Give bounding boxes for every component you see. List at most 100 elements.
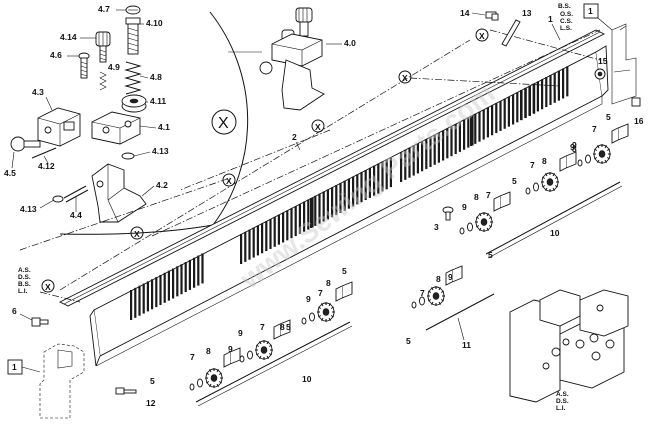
part-14-screw (485, 11, 499, 21)
needle-slot (265, 221, 268, 252)
svg-text:C.S.: C.S. (560, 18, 573, 25)
label-5: 5 (286, 322, 291, 332)
leader-1 (551, 23, 561, 41)
part-4-14-thumbscrew (95, 31, 111, 63)
needle-slot (155, 277, 158, 308)
gear-assembly (525, 151, 577, 195)
part-3-screw (442, 206, 454, 221)
svg-text:B.S.: B.S. (18, 281, 31, 288)
label-2: 2 (292, 132, 297, 142)
part-6-screw (31, 317, 49, 327)
needle-slot (425, 139, 428, 170)
part-4-13-washer-lower (52, 195, 64, 203)
needle-slot (412, 145, 415, 176)
needle-slot (310, 198, 313, 228)
label-10-upper: 10 (550, 228, 560, 238)
label-7: 7 (420, 288, 425, 298)
label-4-9: 4.9 (108, 62, 120, 72)
needle-slot (184, 262, 187, 293)
label-10-lower: 10 (302, 374, 312, 384)
svg-text:X: X (402, 73, 408, 83)
part-10-rod-lower-edge (197, 325, 353, 407)
part-2-rail (58, 29, 606, 307)
needle-slot (433, 134, 436, 165)
needle-slot (408, 147, 411, 178)
label-1: 1 (548, 14, 553, 24)
needle-slot (499, 100, 502, 131)
part-12-screw (115, 387, 137, 395)
part-10-rod-upper-edge (487, 185, 623, 259)
x-marker-detail (211, 109, 237, 135)
needle-slot (151, 279, 154, 310)
label-8: 8 (542, 156, 547, 166)
needle-slot (159, 274, 162, 305)
label-9: 9 (572, 140, 577, 150)
needle-slot (467, 117, 470, 148)
needle-slot (326, 189, 329, 220)
label-6: 6 (12, 306, 17, 316)
x-marker-label: X (218, 115, 229, 132)
side-codes-left: A.S. D.S. B.S. L.I. (18, 267, 31, 295)
needle-slot (307, 199, 310, 230)
label-8: 8 (436, 274, 441, 284)
part-11-rod (425, 293, 495, 331)
needle-slot (244, 231, 247, 262)
needle-slot (335, 185, 338, 216)
needle-slot (545, 77, 548, 108)
needle-slot (163, 272, 166, 303)
needle-slot (486, 107, 489, 138)
needle-slot (277, 214, 280, 245)
label-4-10: 4.10 (146, 18, 163, 28)
needle-slot (180, 264, 183, 295)
label-5: 5 (606, 112, 611, 122)
leader-14 (471, 12, 486, 16)
label-8: 8 (326, 278, 331, 288)
leader-6 (19, 313, 33, 321)
needle-slot (364, 170, 367, 201)
needle-slot (360, 172, 363, 203)
svg-text:X: X (134, 229, 140, 239)
svg-text:X: X (45, 282, 51, 292)
svg-text:B.S.: B.S. (558, 3, 571, 10)
svg-text:A.S.: A.S. (18, 267, 31, 274)
label-9: 9 (448, 272, 453, 282)
label-4-7: 4.7 (98, 4, 110, 14)
needle-slot (557, 70, 560, 101)
needle-slot (256, 225, 259, 256)
label-4-6: 4.6 (50, 50, 62, 60)
label-5: 5 (406, 336, 411, 346)
needle-slot (322, 191, 325, 222)
needle-slot (516, 92, 519, 123)
side-codes-bottom-right: A.S. D.S. L.I. (556, 391, 569, 412)
needle-slot (294, 206, 297, 237)
needle-slot (404, 149, 407, 180)
needle-slot (298, 203, 301, 234)
needle-slot (454, 124, 457, 155)
needle-slot (193, 257, 196, 288)
detail-leader-lines (11, 9, 157, 212)
needle-slot (553, 72, 556, 103)
svg-text:X: X (479, 31, 485, 41)
needle-slot (356, 174, 359, 205)
label-15: 15 (598, 56, 608, 66)
needle-slot (532, 83, 535, 114)
needle-slot (437, 132, 440, 163)
label-9: 9 (238, 328, 243, 338)
label-16: 16 (634, 116, 644, 126)
svg-text:L.I.: L.I. (18, 288, 28, 295)
needle-slot (273, 216, 276, 247)
needle-slot (282, 212, 285, 243)
svg-text:X: X (226, 176, 232, 186)
part-4-13-washer-upper (121, 152, 135, 160)
needle-slot (240, 234, 243, 264)
label-4-0: 4.0 (344, 38, 356, 48)
needle-slot (343, 180, 346, 211)
part-4-4-pin (63, 185, 89, 203)
needle-slot (381, 161, 384, 192)
label-9: 9 (570, 142, 575, 152)
part-4-5-knob (10, 136, 41, 152)
needle-slot (331, 187, 334, 218)
label-4-1: 4.1 (158, 122, 170, 132)
